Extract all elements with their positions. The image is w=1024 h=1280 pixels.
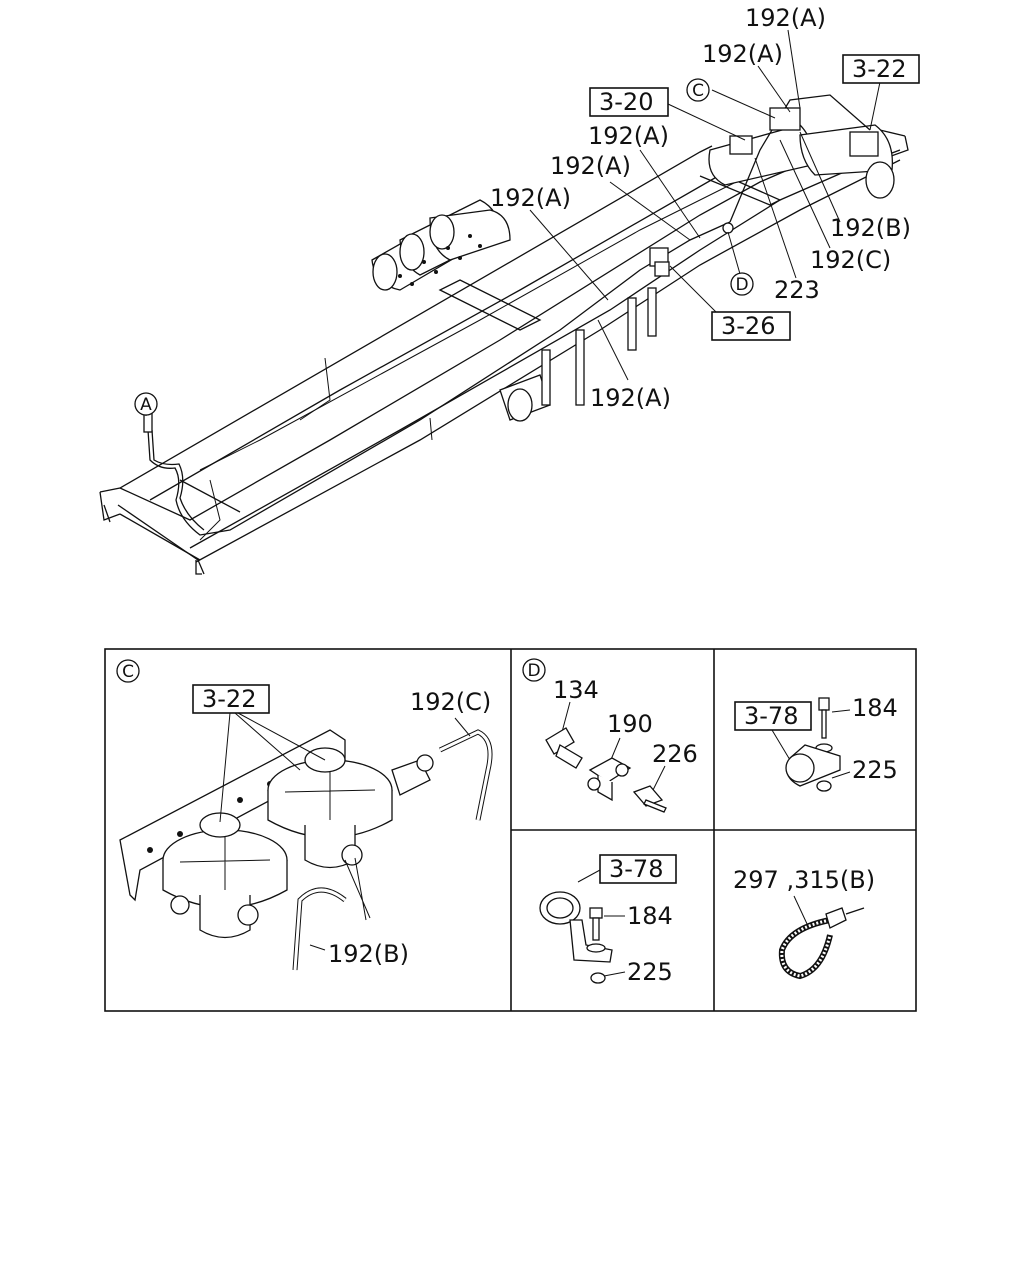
clip-bottom-nut-label: 225: [627, 958, 673, 986]
clip-bottom-ref-box: 3-78: [599, 854, 677, 884]
label-192a-4: 192(A): [550, 152, 631, 180]
detail-c-hose-c-label: 192(C): [410, 688, 491, 716]
detail-c-ref-box: 3-22: [192, 684, 270, 714]
detail-c-callout: C: [116, 659, 140, 683]
svg-text:C: C: [122, 662, 134, 682]
svg-text:3-26: 3-26: [721, 312, 775, 340]
callout-d-top: D: [730, 272, 754, 296]
svg-text:3-78: 3-78: [609, 855, 663, 883]
callout-a: A: [134, 392, 158, 416]
detail-clip-top-panel: 3-78 184 225: [734, 694, 898, 792]
relay-valve-left: [162, 812, 288, 939]
air-tanks: [371, 124, 895, 422]
detail-panels-grid: [104, 648, 917, 1012]
svg-text:3-22: 3-22: [202, 685, 256, 713]
detail-c-hose-b-label: 192(B): [328, 940, 409, 968]
label-192a-1: 192(A): [745, 4, 826, 32]
ref-box-3-26: 3-26: [711, 311, 791, 341]
ref-box-3-22-top: 3-22: [842, 54, 920, 84]
label-190: 190: [607, 710, 653, 738]
label-134: 134: [553, 676, 599, 704]
ref-box-3-20: 3-20: [589, 87, 669, 117]
frame-brackets: [541, 287, 657, 406]
svg-text:C: C: [692, 81, 704, 101]
relay-valve-right: [267, 747, 434, 869]
cable-tie-label: 297 ,315(B): [733, 866, 875, 894]
callout-c-top: C: [686, 78, 710, 102]
tank-holes: [398, 234, 482, 286]
brake-pipe: [143, 94, 879, 536]
detail-clip-bottom-panel: 3-78 184 225: [539, 854, 677, 986]
detail-c-panel: C 3-22: [116, 659, 493, 971]
clip-top-bolt-label: 184: [852, 694, 898, 722]
label-192a-5: 192(A): [490, 184, 571, 212]
clip-top-ref-box: 3-78: [734, 701, 812, 731]
leader-lines: [145, 29, 881, 416]
svg-text:D: D: [735, 275, 748, 295]
svg-text:3-20: 3-20: [599, 88, 653, 116]
svg-text:3-78: 3-78: [744, 702, 798, 730]
label-226: 226: [652, 740, 698, 768]
detail-d-callout: D: [522, 658, 546, 682]
detail-cable-tie-panel: 297 ,315(B): [733, 866, 875, 980]
svg-text:3-22: 3-22: [852, 55, 906, 83]
svg-text:D: D: [527, 661, 540, 681]
label-192c-top: 192(C): [810, 246, 891, 274]
svg-text:A: A: [140, 395, 152, 415]
detail-d-panel: D 134 190 226: [522, 658, 698, 813]
clip-bottom-bolt-label: 184: [627, 902, 673, 930]
label-192a-3: 192(A): [588, 122, 669, 150]
label-192b-top: 192(B): [830, 214, 911, 242]
label-223: 223: [774, 276, 820, 304]
clip-top-nut-label: 225: [852, 756, 898, 784]
label-192a-2: 192(A): [702, 40, 783, 68]
label-192a-6: 192(A): [590, 384, 671, 412]
